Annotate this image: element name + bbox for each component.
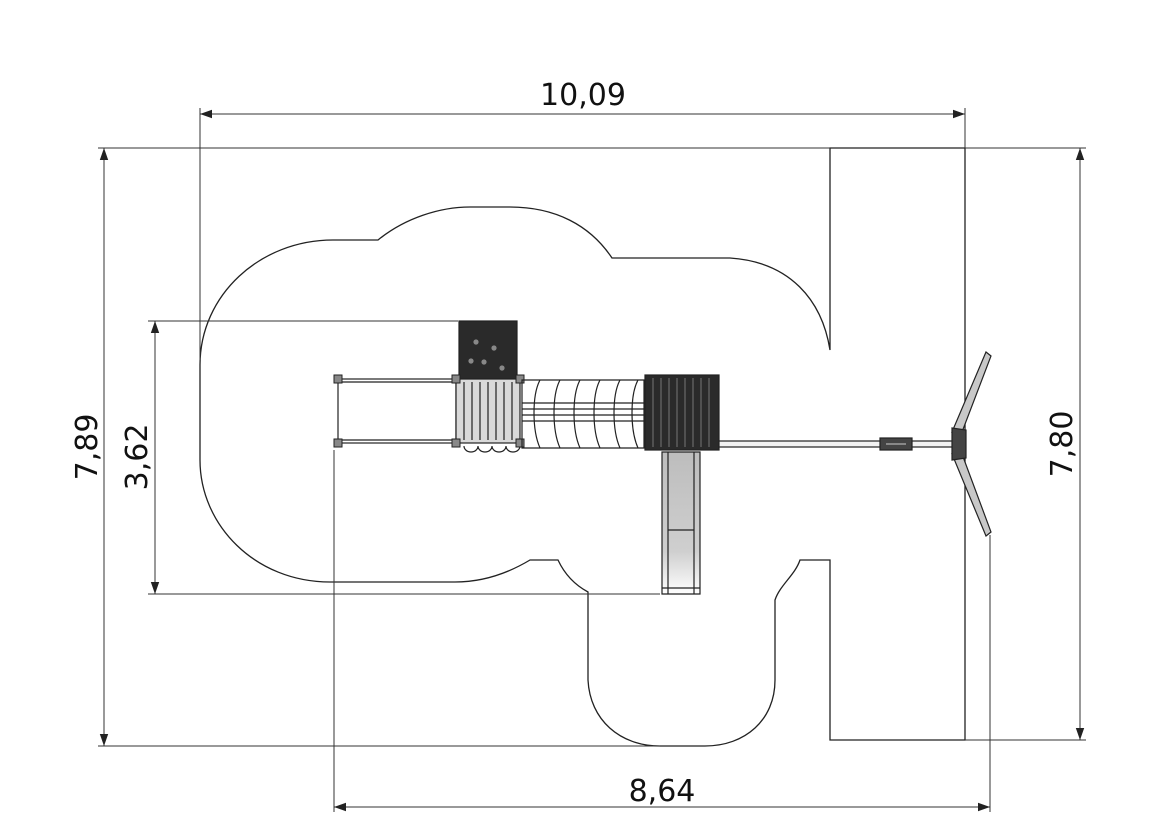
- dim-equipment-width: 8,64: [629, 774, 696, 809]
- dim-overall-height: 7,89: [70, 414, 105, 481]
- posts: [333, 374, 525, 448]
- dim-right-height: 7,80: [1045, 411, 1080, 478]
- left-platform: [337, 378, 457, 444]
- climbing-wall-panel: [458, 320, 518, 380]
- center-deck: [455, 378, 521, 453]
- a-frame-legs: [951, 351, 992, 537]
- slide: [661, 451, 701, 595]
- tower-roof: [644, 374, 720, 451]
- tunnel-bridge: [521, 379, 645, 449]
- swing-beam: [718, 437, 960, 451]
- dim-overall-width: 10,09: [540, 78, 626, 113]
- dim-inner-height: 3,62: [120, 424, 155, 491]
- safety-zone-outline: [199, 147, 966, 747]
- playground-equipment: [333, 320, 992, 595]
